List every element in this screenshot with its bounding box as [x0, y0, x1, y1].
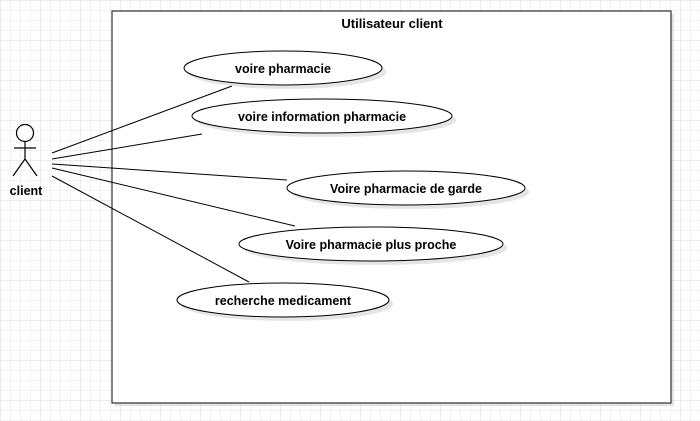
use-case-uc1[interactable]: voire pharmacie: [183, 50, 386, 89]
association-uc4[interactable]: [51, 167, 296, 227]
use-case-ellipse: [286, 170, 526, 206]
use-case-label: Voire pharmacie plus proche: [286, 238, 457, 252]
use-case-uc4[interactable]: Voire pharmacie plus proche: [238, 226, 507, 265]
stick-figure-icon: [12, 123, 38, 177]
association-uc1[interactable]: [51, 85, 233, 154]
use-case-label: Voire pharmacie de garde: [330, 182, 482, 196]
system-boundary-title: Utilisateur client: [341, 16, 443, 31]
use-case-uc5[interactable]: recherche medicament: [176, 282, 393, 321]
use-case-label: voire pharmacie: [235, 62, 331, 76]
use-case-ellipse: [176, 282, 390, 318]
actor-client[interactable]: client: [10, 123, 43, 199]
association-uc2[interactable]: [51, 133, 203, 160]
use-case-uc2[interactable]: voire information pharmacie: [191, 98, 456, 137]
association-uc5[interactable]: [51, 175, 250, 283]
use-case-label: voire information pharmacie: [238, 110, 406, 124]
actor-label: client: [10, 184, 43, 198]
use-case-uc3[interactable]: Voire pharmacie de garde: [286, 170, 529, 209]
associations: [51, 85, 296, 283]
use-case-ellipse: [183, 50, 383, 86]
use-case-ellipse: [238, 226, 504, 262]
use-case-ellipse: [191, 98, 453, 134]
association-uc3[interactable]: [51, 163, 288, 181]
use-case-label: recherche medicament: [215, 294, 352, 308]
